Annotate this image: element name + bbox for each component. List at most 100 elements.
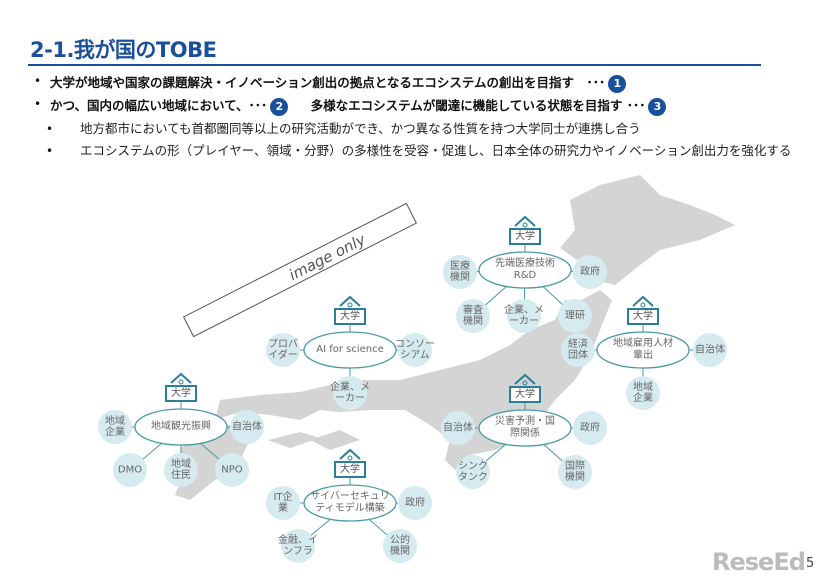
university-label: 大学 bbox=[340, 311, 360, 322]
resed-logo: ReseEd bbox=[712, 548, 806, 576]
partner-label: 地域企業 bbox=[633, 382, 653, 404]
partner-bubble bbox=[113, 453, 147, 487]
partner-bubble bbox=[98, 410, 132, 444]
theme-label: 地域雇用人材輩出 bbox=[613, 338, 673, 361]
partner-label: 政府 bbox=[580, 422, 600, 434]
university-icon-window bbox=[347, 302, 353, 308]
title-divider bbox=[28, 64, 761, 66]
partner-bubble bbox=[441, 411, 475, 445]
japan-map-region bbox=[560, 175, 735, 285]
partner-bubble bbox=[456, 299, 490, 333]
university-roof-icon bbox=[632, 295, 654, 307]
university-icon-window bbox=[347, 455, 353, 461]
partner-label: DMO bbox=[117, 464, 143, 476]
partner-label: 金融、インフラ bbox=[278, 535, 318, 557]
bullet-2-text-2: 多様なエコシステムが閾達に機能している状態を目指す ･･･ bbox=[310, 98, 646, 113]
partner-label: 医療機関 bbox=[450, 261, 470, 283]
university-icon-window bbox=[522, 222, 528, 228]
bullet-2: かつ、国内の幅広い地域において、･･･2 多様なエコシステムが閾達に機能している… bbox=[50, 95, 667, 116]
theme-label: サイバーセキュリティモデル構築 bbox=[310, 491, 390, 514]
partner-bubble bbox=[164, 453, 198, 487]
badge-1: 1 bbox=[608, 74, 627, 93]
partner-label: 国際機関 bbox=[565, 461, 585, 483]
bullet-2-text: かつ、国内の幅広い地域において、･･･ bbox=[50, 98, 268, 113]
partner-label: 経済団体 bbox=[568, 339, 588, 361]
partner-label: コンソーシアム bbox=[395, 339, 435, 361]
theme-label: AI for science bbox=[316, 344, 384, 355]
university-label: 大学 bbox=[515, 231, 535, 242]
university-roof-icon bbox=[339, 295, 361, 307]
sub-bullet-1: 地方都市においても首都圏同等以上の研究活動ができ、かつ異なる性質を持つ大学同士が… bbox=[80, 121, 641, 136]
page-number: 5 bbox=[806, 556, 815, 571]
partner-bubble bbox=[573, 255, 607, 289]
partner-bubble bbox=[626, 376, 660, 410]
university-icon-window bbox=[178, 379, 184, 385]
partner-bubble bbox=[561, 333, 595, 367]
partner-bubble bbox=[573, 411, 607, 445]
partner-bubble bbox=[693, 333, 727, 367]
bullet-marker: • bbox=[46, 144, 54, 158]
partner-label: 公的機関 bbox=[390, 535, 410, 557]
university-icon-window bbox=[522, 380, 528, 386]
japan-map-region bbox=[310, 430, 360, 450]
university-roof-icon bbox=[514, 215, 536, 227]
partner-bubble bbox=[558, 299, 592, 333]
partner-bubble bbox=[443, 255, 477, 289]
partner-bubble bbox=[383, 529, 417, 563]
university-building-icon bbox=[509, 386, 541, 403]
partner-label: 地域住民 bbox=[171, 459, 191, 481]
partner-label: 政府 bbox=[580, 266, 600, 278]
partner-bubble bbox=[215, 453, 249, 487]
partner-label: 理研 bbox=[565, 310, 585, 322]
partner-bubble bbox=[281, 529, 315, 563]
partner-bubble bbox=[456, 455, 490, 489]
partner-label: 自治体 bbox=[695, 344, 725, 356]
partner-label: 地域企業 bbox=[105, 416, 125, 438]
partner-label: NPO bbox=[221, 464, 243, 476]
partner-bubble bbox=[507, 299, 541, 333]
bullet-marker: • bbox=[34, 97, 42, 111]
image-only-watermark: image only bbox=[182, 202, 418, 338]
partner-label: プロバイダー bbox=[268, 339, 298, 361]
partner-bubble bbox=[333, 376, 367, 410]
partner-bubble bbox=[558, 455, 592, 489]
university-icon-window bbox=[640, 302, 646, 308]
sub-bullet-2: エコシステムの形（プレイヤー、領域・分野）の多様性を受容・促進し、日本全体の研究… bbox=[80, 143, 792, 158]
partner-label: IT企業 bbox=[273, 492, 293, 514]
theme-label: 先端医療技術R&D bbox=[495, 258, 555, 281]
partner-label: 自治体 bbox=[443, 422, 473, 434]
partner-label: シンクタンク bbox=[458, 461, 488, 483]
partner-label: 企業、メーカー bbox=[504, 305, 544, 327]
partner-label: 審査機関 bbox=[463, 305, 483, 327]
bullet-1-text: 大学が地域や国家の課題解決・イノベーション創出の拠点となるエコシステムの創出を目… bbox=[50, 75, 606, 90]
university-label: 大学 bbox=[515, 389, 535, 400]
university-label: 大学 bbox=[340, 464, 360, 475]
badge-2: 2 bbox=[270, 97, 289, 116]
partner-label: 自治体 bbox=[232, 421, 262, 433]
partner-label: 政府 bbox=[405, 497, 425, 509]
university-building-icon bbox=[165, 385, 197, 402]
theme-label: 地域観光振興 bbox=[151, 421, 211, 432]
watermark-frame bbox=[182, 202, 418, 338]
watermark-text: image only bbox=[286, 230, 369, 284]
partner-bubble bbox=[266, 486, 300, 520]
university-building-icon bbox=[334, 461, 366, 478]
partner-label: 企業、メーカー bbox=[330, 382, 370, 404]
japan-map-region bbox=[268, 432, 320, 448]
university-label: 大学 bbox=[171, 388, 191, 399]
university-roof-icon bbox=[170, 372, 192, 384]
university-building-icon bbox=[627, 308, 659, 325]
partner-bubble bbox=[398, 486, 432, 520]
bullet-marker: • bbox=[34, 74, 42, 88]
bullet-1: 大学が地域や国家の課題解決・イノベーション創出の拠点となるエコシステムの創出を目… bbox=[50, 72, 627, 93]
theme-label: 災害予測・国際関係 bbox=[495, 416, 555, 439]
badge-3: 3 bbox=[648, 97, 667, 116]
partner-bubble bbox=[398, 333, 432, 367]
university-label: 大学 bbox=[633, 311, 653, 322]
bullet-marker: • bbox=[46, 122, 54, 136]
university-building-icon bbox=[509, 228, 541, 245]
page-title: 2-1.我が国のTOBE bbox=[30, 38, 217, 62]
university-building-icon bbox=[334, 308, 366, 325]
partner-bubble bbox=[266, 333, 300, 367]
